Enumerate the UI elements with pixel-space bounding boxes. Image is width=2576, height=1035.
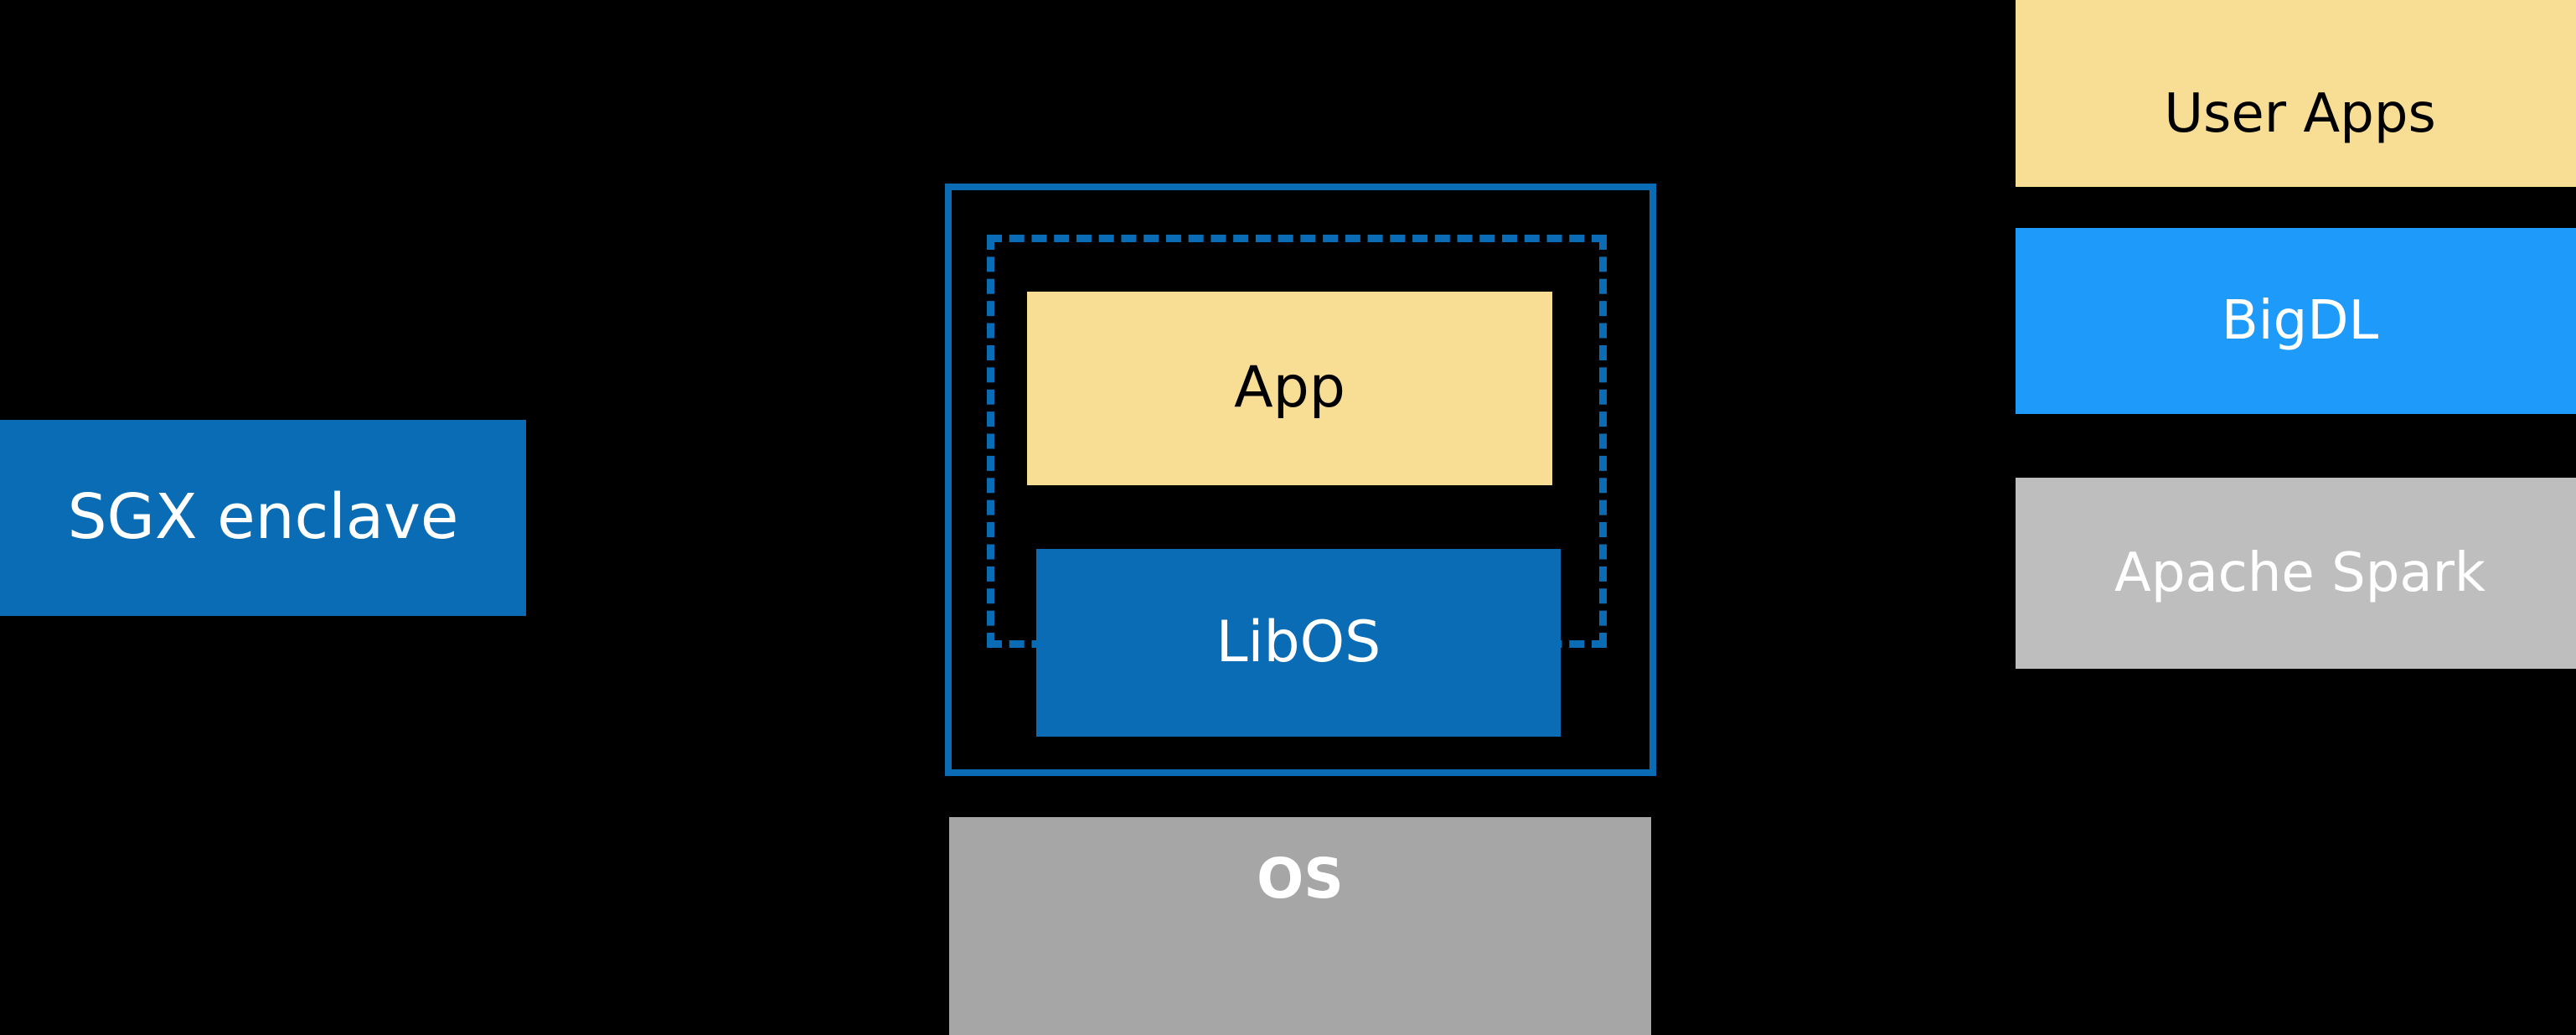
- bigdl-box[interactable]: BigDL: [2016, 228, 2576, 414]
- sgx-enclave-label: SGX enclave: [67, 481, 459, 554]
- enclave-outer-container: [945, 184, 1656, 776]
- sgx-enclave-box[interactable]: SGX enclave: [0, 420, 526, 616]
- apache-spark-label: Apache Spark: [2114, 541, 2486, 604]
- app-label: App: [1234, 354, 1345, 422]
- os-label: OS: [1257, 846, 1344, 911]
- libos-box[interactable]: LibOS: [1036, 549, 1561, 737]
- user-apps-label: User Apps: [2164, 82, 2436, 145]
- app-box[interactable]: App: [1027, 292, 1552, 485]
- user-apps-box[interactable]: User Apps: [2016, 0, 2576, 187]
- apache-spark-box[interactable]: Apache Spark: [2016, 478, 2576, 669]
- libos-label: LibOS: [1216, 608, 1381, 675]
- os-box[interactable]: OS: [949, 817, 1651, 1035]
- bigdl-label: BigDL: [2221, 289, 2379, 352]
